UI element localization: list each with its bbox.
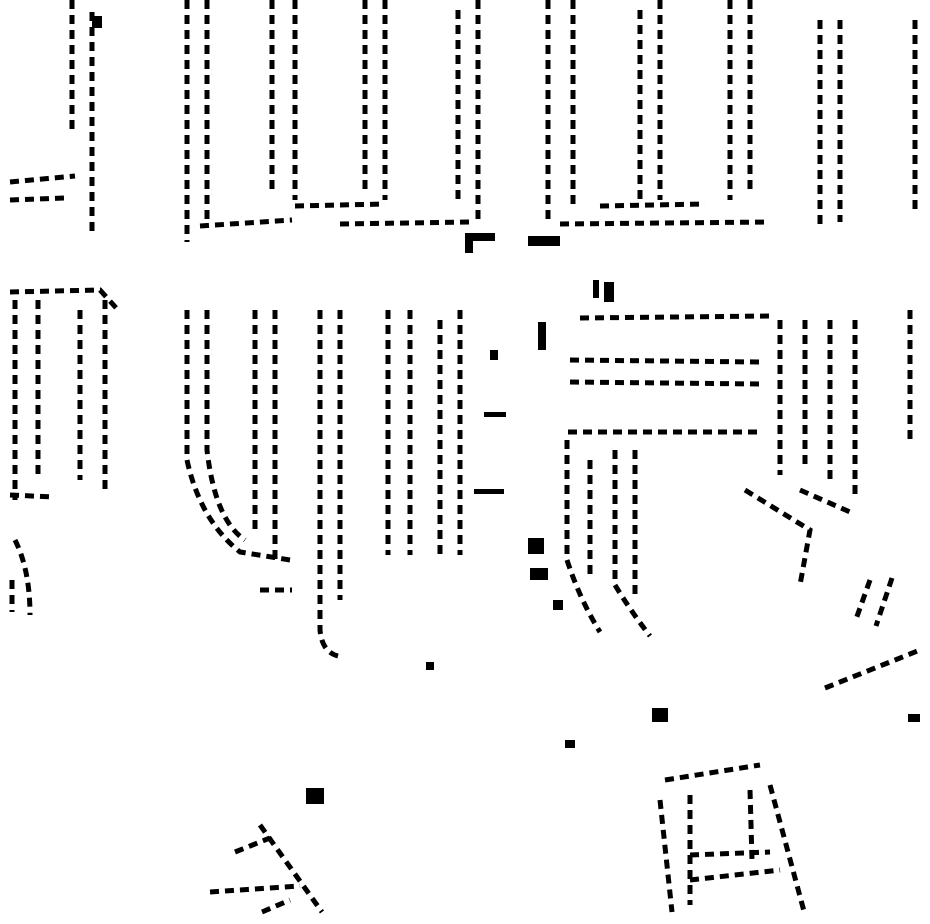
building-row — [317, 310, 339, 659]
building-row — [852, 579, 873, 623]
building-row — [294, 201, 386, 209]
building-row — [9, 287, 120, 312]
building-row — [689, 867, 781, 883]
building — [538, 322, 546, 350]
building — [553, 600, 563, 610]
building-rows — [9, 0, 921, 916]
building-row — [234, 835, 271, 855]
building-row — [569, 357, 761, 365]
building — [565, 740, 575, 748]
building-row — [261, 897, 291, 915]
building-row — [184, 310, 291, 563]
building-row — [747, 789, 755, 861]
building-row — [199, 217, 293, 229]
building-row — [612, 450, 652, 638]
building-blocks — [92, 16, 920, 804]
building-row — [339, 219, 473, 227]
building-row — [204, 310, 247, 543]
building — [490, 350, 498, 360]
building-row — [9, 195, 66, 203]
building-row — [689, 849, 771, 858]
building — [465, 233, 495, 241]
building — [484, 412, 506, 417]
building-row — [12, 538, 33, 616]
building — [908, 714, 920, 722]
building-row — [569, 379, 761, 387]
building-row — [579, 313, 771, 321]
building-row — [798, 487, 852, 515]
building-row — [767, 784, 808, 916]
building-row — [9, 173, 76, 185]
building-row — [209, 883, 301, 895]
building-row — [657, 799, 675, 913]
building — [652, 708, 668, 722]
building — [593, 280, 599, 298]
building-row — [824, 647, 921, 691]
building-row — [599, 201, 706, 209]
building-row — [564, 440, 603, 634]
building-row — [873, 577, 895, 627]
building — [528, 236, 560, 246]
building — [604, 282, 614, 302]
building-row — [743, 487, 813, 586]
building — [474, 489, 504, 494]
building — [528, 538, 544, 554]
building-row — [664, 762, 761, 783]
building — [426, 662, 434, 670]
building — [530, 568, 548, 580]
building-row — [9, 492, 56, 500]
building — [92, 16, 102, 28]
building — [306, 788, 324, 804]
building — [465, 233, 473, 253]
building-row — [559, 219, 771, 227]
